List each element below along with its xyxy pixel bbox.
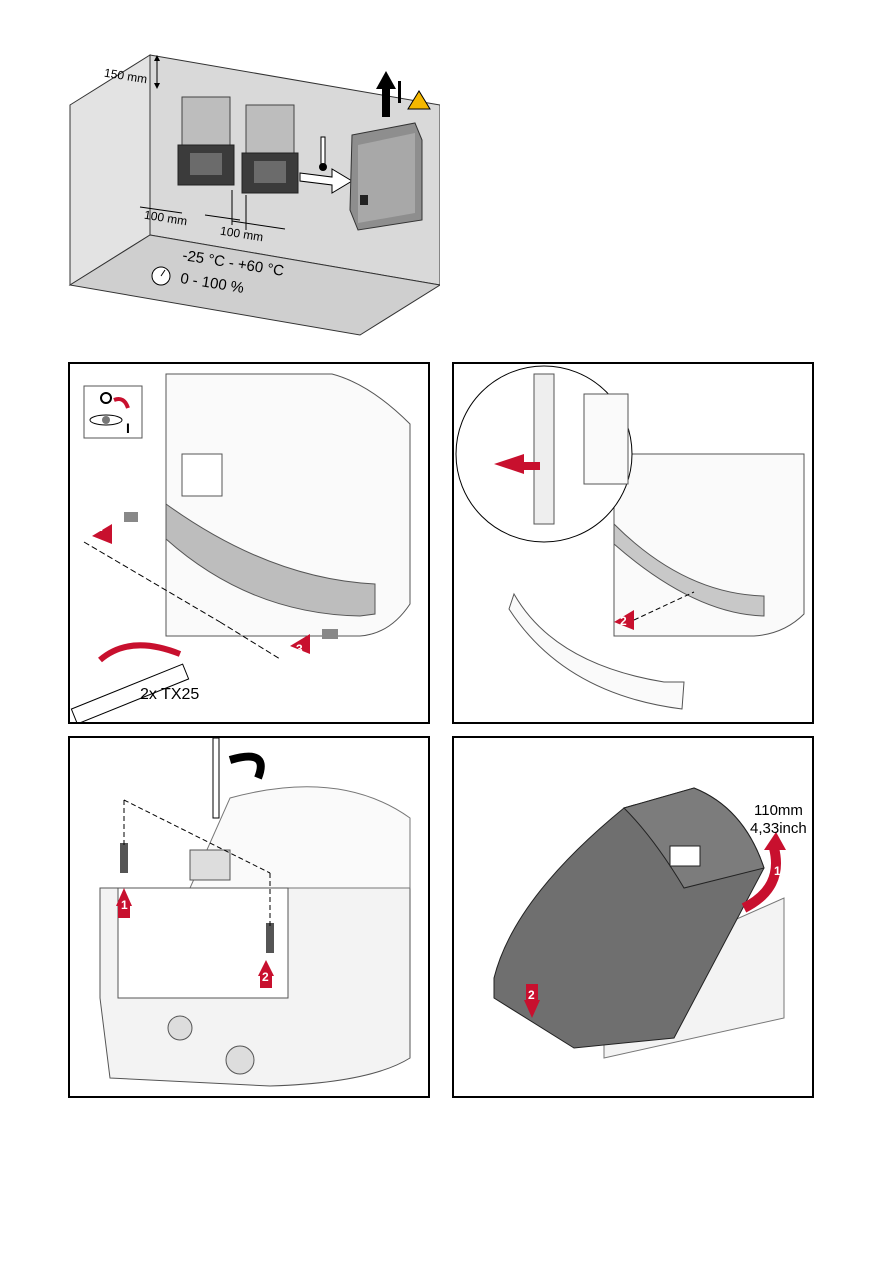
lift-distance-inch: 4,33inch xyxy=(750,820,807,837)
step-2-badge: 2 xyxy=(620,614,627,628)
panel-d-illustration xyxy=(493,787,786,1059)
panel-b-illustration xyxy=(455,365,805,710)
panel-c-illustration xyxy=(99,738,411,1087)
lift-distance-mm: 110mm xyxy=(754,802,803,819)
inverter-device xyxy=(349,122,423,231)
mounting-clearance-figure: 150 mm 100 mm 100 mm -25 °C - +60 °C 0 -… xyxy=(60,45,440,345)
panel-remove-cover-screws: I 2 3 2x TX25 xyxy=(68,362,430,724)
mounting-bracket-2 xyxy=(241,104,299,194)
panel-remove-inner-screws: 1 2 xyxy=(68,736,430,1098)
step-2-badge: 2 xyxy=(96,520,103,534)
switch-on-symbol: I xyxy=(126,420,130,436)
wall-illustration xyxy=(68,54,440,336)
tool-label: 2x TX25 xyxy=(140,686,200,703)
step-3-badge: 3 xyxy=(296,642,303,656)
step-2-badge: 2 xyxy=(262,970,269,984)
step-2-badge: 2 xyxy=(528,988,535,1002)
mounting-bracket-1 xyxy=(177,96,235,186)
panel-a-illustration xyxy=(70,373,411,722)
step-1-badge: 1 xyxy=(774,864,781,878)
panel-remove-bottom-cover: 2 xyxy=(452,362,814,724)
panel-lift-cover: 110mm 4,33inch 1 2 xyxy=(452,736,814,1098)
step-1-badge: 1 xyxy=(121,898,128,912)
